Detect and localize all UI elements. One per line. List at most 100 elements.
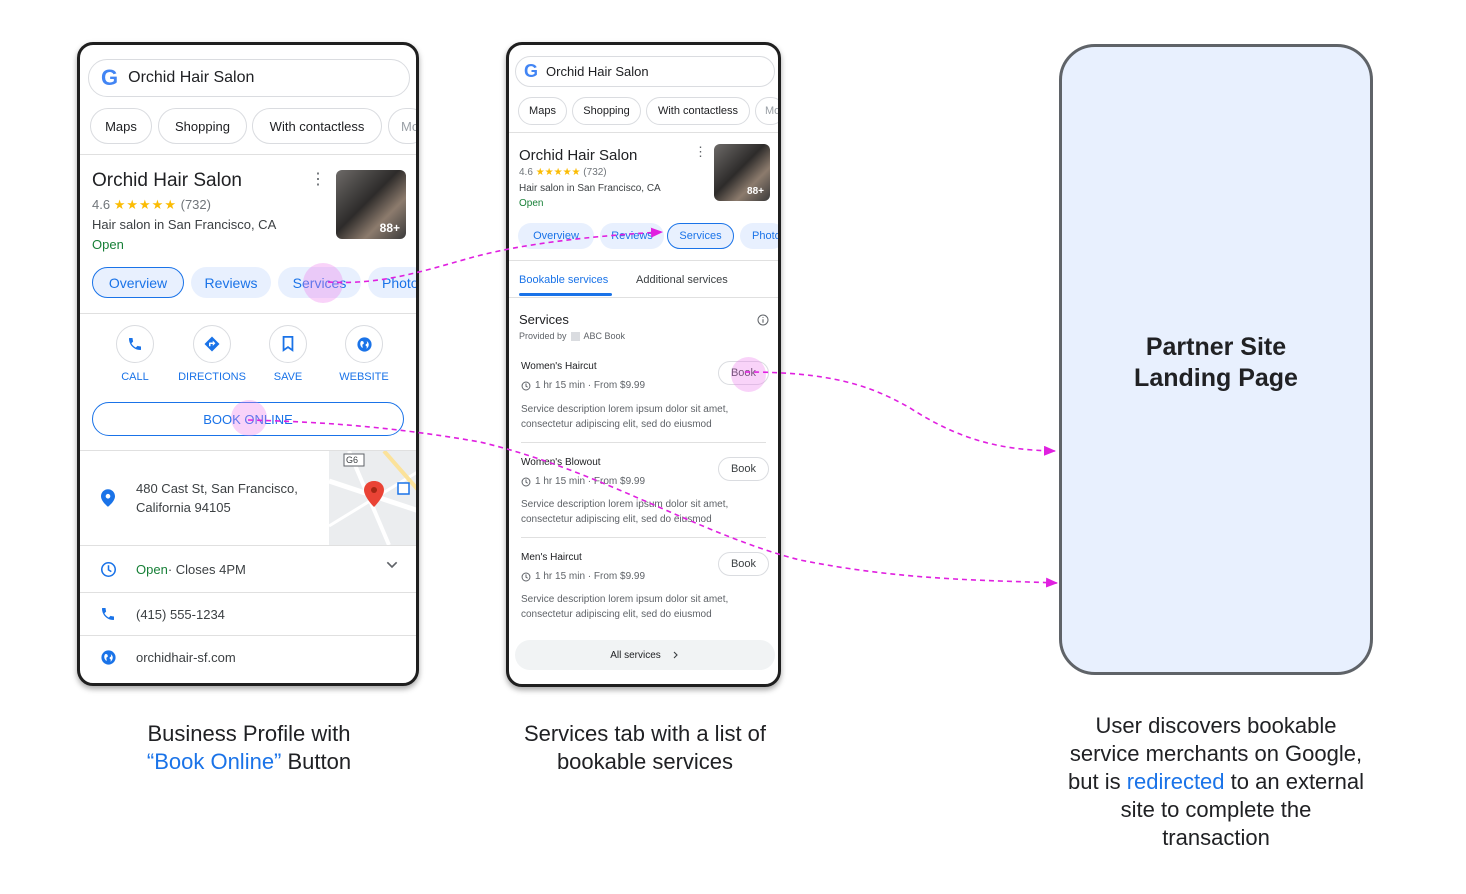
call-action[interactable]: CALL xyxy=(97,325,173,383)
divider xyxy=(509,132,778,133)
book-button[interactable]: Book xyxy=(718,552,769,576)
phone-number: (415) 555-1234 xyxy=(136,606,225,622)
chip-contactless[interactable]: With contactless xyxy=(646,97,750,125)
google-g-icon: G xyxy=(101,65,119,90)
subtab-bookable[interactable]: Bookable services xyxy=(519,274,609,286)
phone-icon xyxy=(116,325,154,363)
directions-icon xyxy=(193,325,231,363)
map-road-badge: G6 xyxy=(346,455,359,465)
rating-stars: ★★★★★ xyxy=(113,197,177,212)
provider-name: ABC Book xyxy=(583,331,626,341)
more-vert-icon[interactable]: ⋮ xyxy=(310,171,326,188)
tap-highlight-book-online xyxy=(231,400,267,436)
divider xyxy=(80,635,416,636)
partner-site-phone: Partner Site Landing Page xyxy=(1059,44,1373,675)
chevron-right-icon xyxy=(673,651,678,659)
divider xyxy=(521,537,766,538)
chevron-down-icon[interactable] xyxy=(384,557,400,576)
divider xyxy=(80,154,416,155)
tab-services[interactable]: Services xyxy=(667,223,734,249)
section-title: Services xyxy=(519,312,569,327)
service-item[interactable]: Women's Blowout 1 hr 15 min · From $9.99… xyxy=(521,457,769,542)
service-meta: 1 hr 15 min · From $9.99 xyxy=(521,380,645,391)
divider xyxy=(80,313,416,314)
caption-text: to an external xyxy=(1224,769,1364,794)
website-action[interactable]: WEBSITE xyxy=(326,325,402,383)
tab-photos[interactable]: Photos xyxy=(368,267,416,298)
save-action[interactable]: SAVE xyxy=(250,325,326,383)
directions-label: DIRECTIONS xyxy=(178,371,246,383)
more-vert-icon[interactable]: ⋮ xyxy=(694,144,707,159)
map-thumbnail[interactable]: G6 xyxy=(329,451,416,545)
tab-overview[interactable]: Overview xyxy=(518,223,594,249)
website-url: orchidhair-sf.com xyxy=(136,649,236,665)
service-name: Women's Blowout xyxy=(521,457,601,468)
caption-line: transaction xyxy=(1162,825,1270,850)
search-bar[interactable]: G Orchid Hair Salon xyxy=(88,59,410,97)
tab-photos[interactable]: Photos xyxy=(740,223,778,249)
service-desc-line: Service description lorem ipsum dolor si… xyxy=(521,594,729,605)
tab-overview[interactable]: Overview xyxy=(92,267,184,298)
search-text: Orchid Hair Salon xyxy=(546,64,649,79)
all-services-button[interactable]: All services xyxy=(515,640,775,670)
chip-maps[interactable]: Maps xyxy=(518,97,567,125)
clock-icon xyxy=(521,381,531,390)
chip-more[interactable]: Mo xyxy=(388,108,416,144)
business-category: Hair salon in San Francisco, CA xyxy=(92,217,277,232)
chip-shopping[interactable]: Shopping xyxy=(158,108,247,144)
caption-line: “Book Online” Button xyxy=(104,748,394,776)
directions-action[interactable]: DIRECTIONS xyxy=(174,325,250,383)
chip-shopping[interactable]: Shopping xyxy=(572,97,641,125)
chip-contactless[interactable]: With contactless xyxy=(252,108,382,144)
caption-partner: User discovers bookable service merchant… xyxy=(1036,712,1396,852)
divider xyxy=(521,442,766,443)
business-name: Orchid Hair Salon xyxy=(92,170,242,191)
service-desc-line: Service description lorem ipsum dolor si… xyxy=(521,499,729,510)
subtab-additional[interactable]: Additional services xyxy=(636,274,728,286)
clock-icon xyxy=(521,572,531,581)
business-name: Orchid Hair Salon xyxy=(519,147,638,164)
reviews-count[interactable]: (732) xyxy=(583,167,607,178)
service-desc-line: consectetur adipiscing elit, sed do eius… xyxy=(521,609,712,620)
service-description: Service description lorem ipsum dolor si… xyxy=(521,402,728,432)
arrow-book-to-partner xyxy=(744,371,1056,456)
website-row[interactable]: orchidhair-sf.com xyxy=(80,636,416,678)
caption-line: Services tab with a list of xyxy=(523,721,767,746)
partner-title-line: Partner Site xyxy=(1145,333,1287,361)
caption-line: but is redirected to an external xyxy=(1036,768,1396,796)
service-desc-line: consectetur adipiscing elit, sed do eius… xyxy=(521,419,712,430)
service-name: Men's Haircut xyxy=(521,552,582,563)
service-meta: 1 hr 15 min · From $9.99 xyxy=(521,476,645,487)
provider-logo xyxy=(570,331,580,341)
caption-text: Button xyxy=(281,749,352,774)
chip-more[interactable]: Mo xyxy=(755,97,778,125)
service-desc-line: Service description lorem ipsum dolor si… xyxy=(521,404,729,415)
info-icon[interactable] xyxy=(757,313,769,331)
service-item[interactable]: Women's Haircut 1 hr 15 min · From $9.99… xyxy=(521,361,769,446)
search-bar[interactable]: G Orchid Hair Salon xyxy=(515,56,775,87)
caption-line: bookable services xyxy=(556,749,734,774)
search-text: Orchid Hair Salon xyxy=(128,69,255,86)
service-duration: 1 hr 15 min · From $9.99 xyxy=(535,476,646,487)
subtab-indicator xyxy=(519,293,612,296)
business-photo[interactable]: 88+ xyxy=(336,170,406,239)
caption-line: service merchants on Google, xyxy=(1069,741,1363,766)
tab-reviews[interactable]: Reviews xyxy=(600,223,664,249)
service-item[interactable]: Men's Haircut 1 hr 15 min · From $9.99 S… xyxy=(521,552,769,637)
book-button[interactable]: Book xyxy=(718,457,769,481)
provided-by: Provided by ABC Book xyxy=(519,331,625,341)
tab-reviews[interactable]: Reviews xyxy=(191,267,271,298)
business-photo[interactable]: 88+ xyxy=(714,144,770,201)
address-line-1: 480 Cast St, San Francisco, xyxy=(136,481,298,496)
rating-line: 4.6 ★★★★★ (732) xyxy=(519,167,607,178)
open-status: Open xyxy=(519,198,544,209)
services-tab-phone: G Orchid Hair Salon Maps Shopping With c… xyxy=(506,42,781,687)
hours-open: Open xyxy=(136,561,168,577)
hours-row[interactable]: Open · Closes 4PM xyxy=(80,546,416,592)
phone-row[interactable]: (415) 555-1234 xyxy=(80,593,416,635)
service-description: Service description lorem ipsum dolor si… xyxy=(521,592,728,622)
chip-maps[interactable]: Maps xyxy=(90,108,152,144)
tap-highlight-book xyxy=(731,357,766,392)
service-desc-line: consectetur adipiscing elit, sed do eius… xyxy=(521,514,712,525)
reviews-count[interactable]: (732) xyxy=(180,197,211,212)
